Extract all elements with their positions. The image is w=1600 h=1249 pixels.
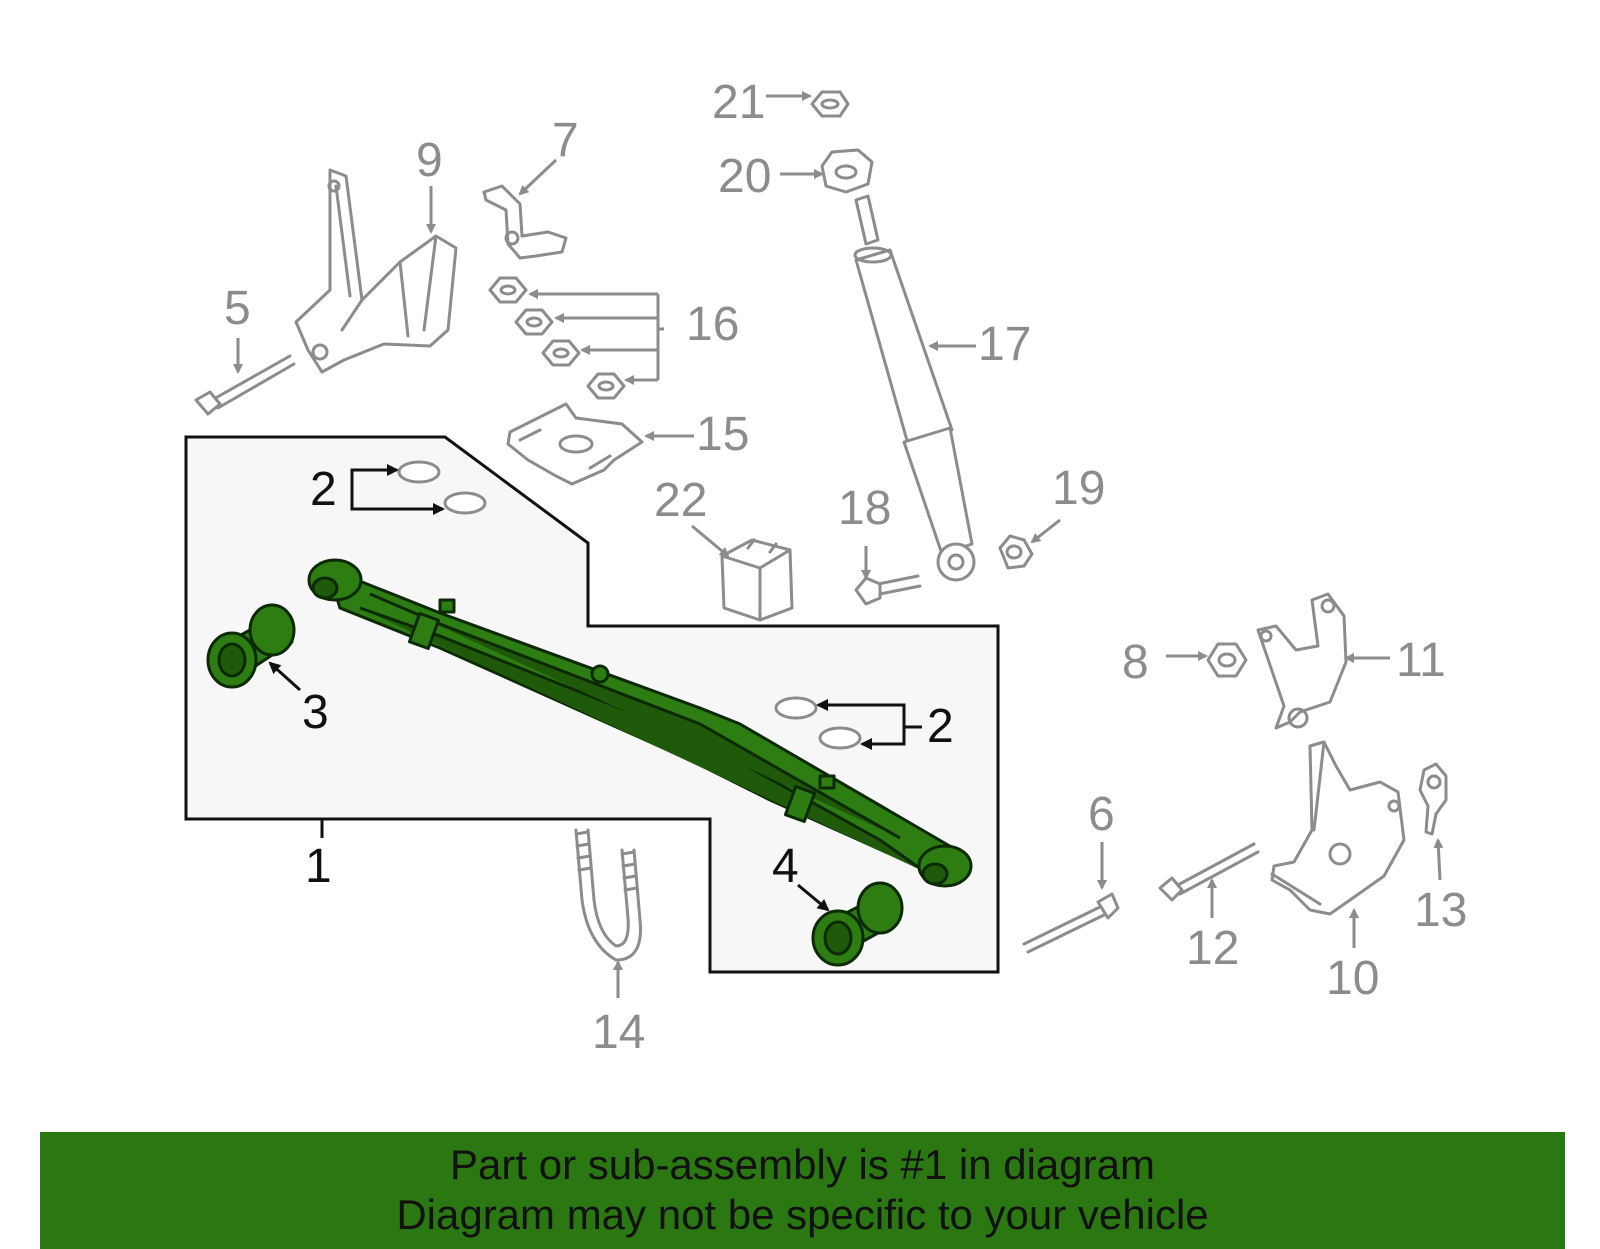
hanger-bracket-10[interactable]: [1270, 740, 1406, 948]
nut-8[interactable]: [1166, 642, 1248, 678]
leaf-spring-assembly[interactable]: [307, 558, 973, 888]
callout-20: 20: [718, 150, 771, 203]
callout-16: 16: [686, 298, 739, 351]
bolt-5[interactable]: [194, 338, 296, 416]
bolt-12[interactable]: [1158, 842, 1260, 918]
callout-2-left: 2: [310, 463, 337, 516]
callout-1: 1: [305, 840, 332, 893]
spring-plate-15[interactable]: [506, 402, 694, 486]
bushing-3[interactable]: [206, 603, 302, 692]
callout-9: 9: [416, 134, 443, 187]
hanger-bracket-9[interactable]: [294, 168, 458, 374]
bushing-4[interactable]: [797, 881, 904, 967]
info-banner: Part or sub-assembly is #1 in diagram Di…: [40, 1132, 1565, 1249]
bracket-7[interactable]: [482, 158, 568, 260]
nut-21[interactable]: [766, 90, 850, 118]
callout-6: 6: [1088, 788, 1115, 841]
insulator-20[interactable]: [780, 148, 874, 194]
ring-2-set-left[interactable]: [350, 460, 487, 515]
callout-18: 18: [838, 482, 891, 535]
nuts-16[interactable]: [488, 276, 664, 400]
bolt-6[interactable]: [1022, 842, 1120, 954]
callout-11: 11: [1396, 634, 1446, 687]
shackle-11[interactable]: [1256, 592, 1390, 730]
callout-19: 19: [1052, 462, 1105, 515]
callout-4: 4: [772, 840, 799, 893]
shock-absorber-17[interactable]: [853, 194, 976, 582]
ring-2-set-right[interactable]: [774, 696, 922, 750]
callout-10: 10: [1326, 952, 1379, 1005]
callout-22: 22: [654, 474, 707, 527]
u-bolt-14[interactable]: [574, 828, 642, 998]
callout-5: 5: [224, 282, 251, 335]
callout-2-right: 2: [927, 700, 954, 753]
clip-22[interactable]: [691, 524, 794, 622]
callout-14: 14: [592, 1006, 645, 1059]
callout-3: 3: [302, 686, 329, 739]
callout-21: 21: [712, 76, 765, 129]
callout-7: 7: [552, 114, 579, 167]
bolt-18[interactable]: [854, 546, 922, 606]
banner-line-disclaimer: Diagram may not be specific to your vehi…: [396, 1191, 1209, 1238]
clip-13[interactable]: [1418, 762, 1448, 881]
callout-17: 17: [978, 318, 1031, 371]
nut-19[interactable]: [998, 518, 1061, 570]
callout-8: 8: [1122, 636, 1149, 689]
callout-13: 13: [1414, 884, 1467, 937]
banner-line-subassembly: Part or sub-assembly is #1 in diagram: [450, 1141, 1155, 1188]
callout-15: 15: [696, 408, 749, 461]
callout-12: 12: [1186, 922, 1239, 975]
